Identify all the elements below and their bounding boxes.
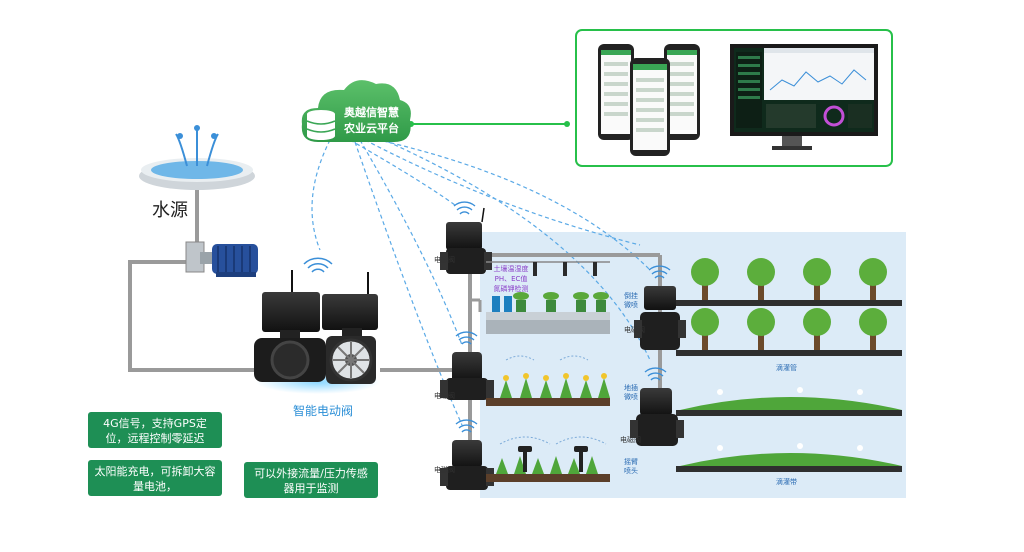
tree-icons [691,258,887,350]
database-icon [306,110,336,140]
sensor-label-line1: 土壤温湿度 [493,265,529,273]
solenoid-valve-3 [440,440,494,490]
valve-label-4: 电磁阀 [624,326,645,334]
solenoid-valve-5 [630,388,684,446]
water-source-label: 水源 [152,200,188,221]
cloud-title-line2: 农业云平台 [344,122,399,135]
solenoid-valve-1 [440,207,492,274]
valve-label-1: 电磁阀 [434,256,455,264]
label-drip-tape: 滴灌带 [776,478,797,486]
main-valve-label: 智能电动阀 [293,404,354,418]
rocker-sprinkler-icon [518,446,588,472]
feature-note-sensor: 可以外接流量/压力传感器用于监测 [244,462,378,498]
feature-note-solar: 太阳能充电，可拆卸大容量电池， [88,460,222,496]
sensor-label: 土壤温湿度 PH、EC值 氮磷钾检测 [486,264,536,294]
label-rocker-nozzle: 摇臂喷头 [624,458,638,475]
water-fountain-icon [139,125,255,190]
phone-screens [598,44,700,156]
valve-label-5: 电磁阀 [620,436,641,444]
water-pump-icon [185,241,258,277]
label-ground-spray: 地插微喷 [624,384,638,401]
sensor-label-line2: PH、EC值 [494,275,528,283]
crop-rows-left [486,355,610,482]
sensor-label-line3: 氮磷钾检测 [493,285,529,293]
desktop-monitor [730,44,878,150]
label-drip-pipe: 滴灌管 [776,364,797,372]
solenoid-valve-2 [440,352,494,400]
field-background-left [480,232,652,498]
valve-label-3: 电磁阀 [434,466,455,474]
sensor-table [486,261,610,334]
solenoid-valve-4 [634,286,686,350]
cloud-platform [301,80,411,142]
cloud-title-line1: 奥越信智慧 [344,106,399,119]
wifi-icon-main [303,257,333,273]
feature-note-gps: 4G信号，支持GPS定位，远程控制零延迟 [88,412,222,448]
valve-label-2: 电磁阀 [434,392,455,400]
label-tilt-spray: 倒挂微喷 [624,292,638,309]
wifi-icons-valves [453,201,671,433]
smart-valve-main [254,270,380,394]
crop-rows-right [676,258,902,472]
